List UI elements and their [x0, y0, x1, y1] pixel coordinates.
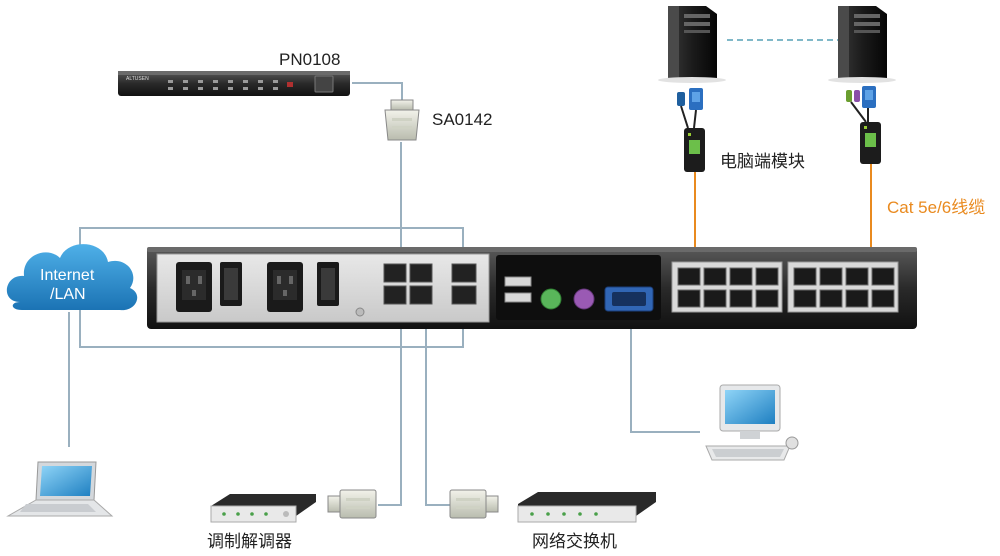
server-tower-1 [658, 6, 726, 83]
internet-cloud [6, 244, 138, 311]
usb-ports [504, 276, 532, 303]
kvm-ports-block-2 [787, 261, 899, 313]
computer-module-1 [677, 88, 705, 172]
cable-label: Cat 5e/6线缆 [887, 198, 986, 217]
switch-cable [425, 305, 450, 506]
laptop [6, 461, 114, 517]
power-switch-1 [220, 262, 242, 306]
pn0108-label: PN0108 [279, 50, 341, 69]
internet-label-line2: /LAN [50, 286, 86, 303]
power-inlet-2 [267, 262, 303, 312]
switch-adapter [449, 489, 499, 519]
modem-cable [378, 305, 402, 506]
kvm-switch-unit [147, 247, 917, 329]
console-cable [630, 318, 700, 433]
computer-module-2 [846, 86, 881, 164]
ground-screw [355, 307, 365, 317]
pdu-brand-text: ALTUSEN [126, 76, 149, 82]
sa0142-label: SA0142 [432, 110, 493, 129]
sa0142-adapter [384, 99, 420, 141]
internet-label-line1: Internet [40, 267, 95, 284]
console-pc [705, 384, 799, 461]
computer-module-label: 电脑端模块 [720, 152, 805, 171]
pn0108-cable [352, 82, 403, 100]
modem-label: 调制解调器 [207, 532, 292, 551]
network-switch [517, 492, 656, 523]
modem-adapter [327, 489, 377, 519]
power-switch-2 [317, 262, 339, 306]
ps2-mouse-port [573, 288, 595, 310]
kvm-ports-block-1 [671, 261, 783, 313]
switch-label: 网络交换机 [532, 532, 617, 551]
lan-ports [383, 263, 477, 305]
pn0108-pdu: ALTUSEN [118, 71, 350, 96]
modem [210, 494, 316, 523]
power-inlet-1 [176, 262, 212, 312]
ps2-keyboard-port [540, 288, 562, 310]
server-tower-2 [828, 6, 896, 83]
vga-port [604, 286, 654, 312]
